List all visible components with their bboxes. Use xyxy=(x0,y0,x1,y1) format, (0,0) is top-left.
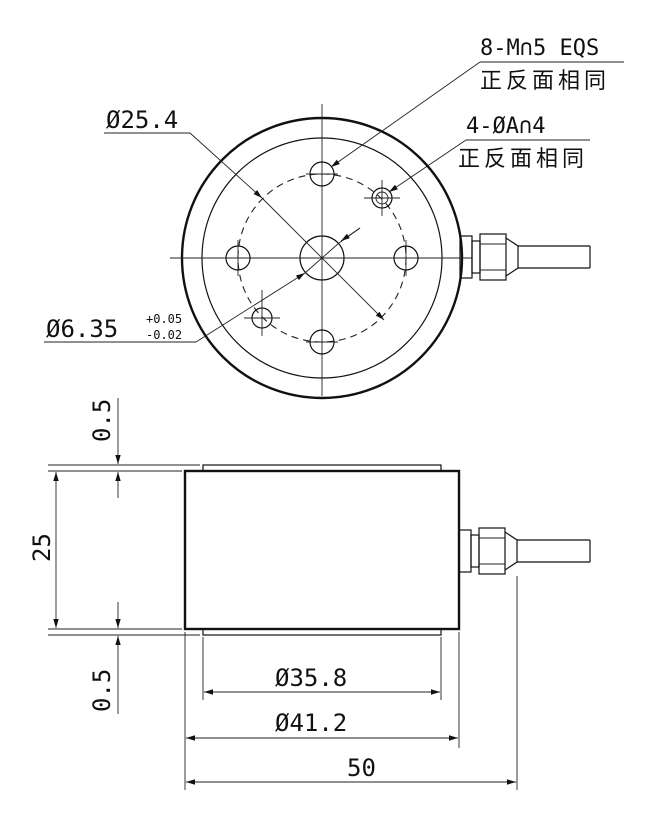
inner-diameter-label: Ø35.8 xyxy=(275,664,347,692)
outer-diameter-dimension: Ø41.2 xyxy=(186,709,458,741)
hole-note-cn-label: 正反面相同 xyxy=(458,147,588,172)
threaded-hole-bottom xyxy=(306,329,338,355)
inner-diameter-dimension: Ø35.8 xyxy=(204,664,440,695)
top-view: Ø25.4 8-M∩5 EQS 正反面相同 4-ØA∩4 正反面相同 Ø6.35… xyxy=(44,36,624,400)
threaded-hole-top xyxy=(306,161,338,187)
threaded-hole-left xyxy=(225,240,251,276)
pcd-label: Ø25.4 xyxy=(106,106,178,134)
overall-width-dimension: 50 xyxy=(186,754,516,785)
height-label: 25 xyxy=(28,533,56,562)
small-hole-lower-left xyxy=(244,290,280,336)
hole-note: 4-ØA∩4 正反面相同 xyxy=(388,114,590,193)
hole-note-label: 4-ØA∩4 xyxy=(466,114,545,139)
center-bore-dimension: Ø6.35 +0.05 -0.02 xyxy=(44,227,361,343)
cable-connector-top xyxy=(459,233,591,281)
bottom-lip xyxy=(202,628,442,636)
top-step-label: 0.5 xyxy=(88,399,116,442)
main-body xyxy=(183,469,461,631)
thread-note: 8-M∩5 EQS 正反面相同 xyxy=(330,36,624,168)
bottom-step-dimension: 0.5 xyxy=(88,602,121,714)
thread-note-cn-label: 正反面相同 xyxy=(480,69,610,94)
center-bore-tol-lower: -0.02 xyxy=(146,328,182,342)
top-step-dimension: 0.5 xyxy=(88,398,121,498)
outer-diameter-label: Ø41.2 xyxy=(275,709,347,737)
center-bore-tol-upper: +0.05 xyxy=(146,312,182,326)
cable-connector-side xyxy=(458,527,591,575)
thread-note-label: 8-M∩5 EQS xyxy=(480,36,599,61)
height-dimension: 25 xyxy=(28,472,59,628)
overall-width-label: 50 xyxy=(347,754,376,782)
small-hole-upper-right xyxy=(364,180,400,216)
side-view: 25 0.5 0.5 Ø35.8 Ø41.2 xyxy=(28,398,591,790)
bottom-step-label: 0.5 xyxy=(88,669,116,712)
center-bore-label: Ø6.35 xyxy=(46,315,118,343)
threaded-hole-right xyxy=(393,240,419,276)
